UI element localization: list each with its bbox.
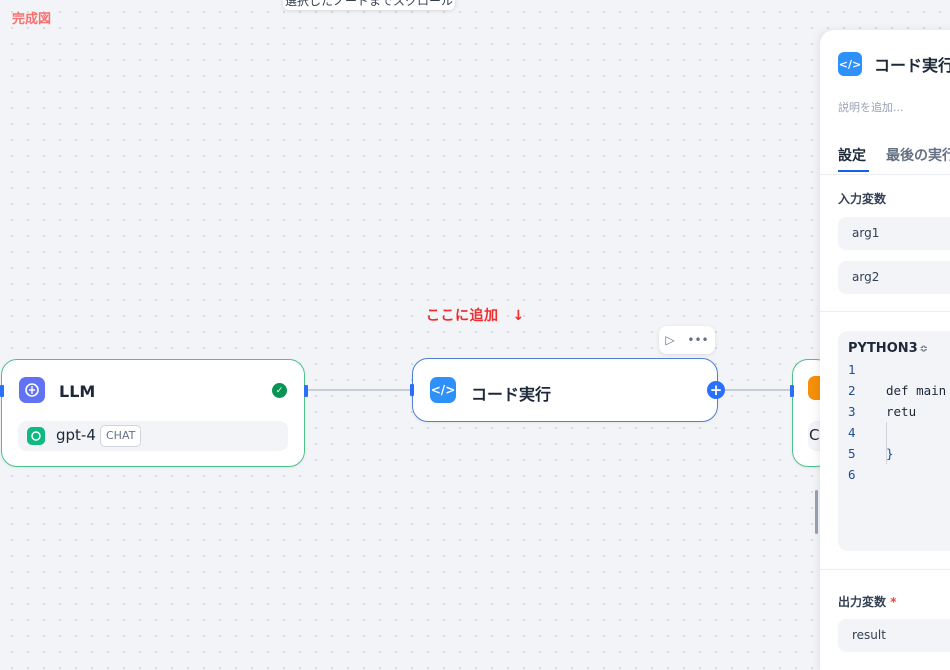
section-divider <box>820 569 950 570</box>
tab-last-run[interactable]: 最後の実行 <box>886 148 950 164</box>
node-settings-panel: </> コード実行 説明を追加... 設定 最後の実行 入力変数 arg1 ar… <box>820 30 950 670</box>
code-text: retu <box>886 404 917 419</box>
add-here-annotation: ここに追加 ↓ <box>426 305 525 325</box>
llm-output-handle[interactable] <box>304 385 308 397</box>
panel-resize-handle[interactable] <box>815 490 818 534</box>
llm-input-handle[interactable] <box>0 385 4 397</box>
annotation-text: ここに追加 <box>426 308 499 324</box>
code-editor[interactable]: PYTHON3≎ 1 2 def main 3 retu 4 5 } 6 <box>838 331 950 551</box>
code-node-title: コード実行 <box>471 385 552 404</box>
line-number: 2 <box>848 383 856 398</box>
chevron-updown-icon: ≎ <box>919 344 929 355</box>
next-node-chip-text: C <box>809 426 820 444</box>
input-variable-arg2[interactable]: arg2 <box>838 261 950 294</box>
tab-divider <box>820 174 950 175</box>
code-text: } <box>886 446 894 461</box>
code-text: def main <box>886 383 947 398</box>
line-number: 3 <box>848 404 856 419</box>
output-variables-label: 出力変数 <box>838 595 887 609</box>
active-tab-indicator <box>838 170 869 172</box>
next-input-handle[interactable] <box>790 385 794 397</box>
model-selector[interactable]: gpt-4 CHAT <box>18 421 288 451</box>
indent-guide <box>886 422 887 464</box>
language-select[interactable]: PYTHON3≎ <box>848 341 928 356</box>
edge-code-to-next <box>718 389 792 391</box>
code-input-handle[interactable] <box>410 384 414 396</box>
language-label: PYTHON3 <box>848 341 918 356</box>
more-icon[interactable]: ••• <box>687 333 709 347</box>
line-number: 4 <box>848 425 856 440</box>
code-icon: </> <box>838 52 862 76</box>
output-variables-heading: 出力変数 * <box>838 593 896 610</box>
output-variable-result[interactable]: result <box>838 619 950 652</box>
success-check-icon: ✓ <box>272 383 287 398</box>
scroll-to-node-tooltip: 選択したノードまでスクロール <box>283 0 455 10</box>
code-node[interactable] <box>412 358 718 422</box>
code-icon: </> <box>430 377 456 403</box>
description-input[interactable]: 説明を追加... <box>838 101 904 114</box>
input-variables-heading: 入力変数 <box>838 192 887 206</box>
chat-badge: CHAT <box>100 425 142 447</box>
llm-node-title: LLM <box>59 382 96 401</box>
model-name: gpt-4 <box>56 426 96 444</box>
run-icon[interactable]: ▷ <box>665 333 675 347</box>
tab-settings[interactable]: 設定 <box>838 148 866 164</box>
brain-icon <box>19 377 45 403</box>
openai-icon <box>27 427 45 445</box>
down-arrow-icon: ↓ <box>512 308 525 324</box>
corner-label: 完成図 <box>12 12 52 27</box>
edge-llm-to-code <box>305 389 412 391</box>
add-node-button[interactable]: + <box>707 381 725 399</box>
line-number: 1 <box>848 362 856 377</box>
section-divider <box>820 311 950 312</box>
line-number: 5 <box>848 446 856 461</box>
line-number: 6 <box>848 467 856 482</box>
input-variable-arg1[interactable]: arg1 <box>838 217 950 250</box>
required-mark: * <box>890 595 897 609</box>
node-toolbar: ▷ ••• <box>659 326 715 354</box>
panel-title[interactable]: コード実行 <box>874 56 950 75</box>
